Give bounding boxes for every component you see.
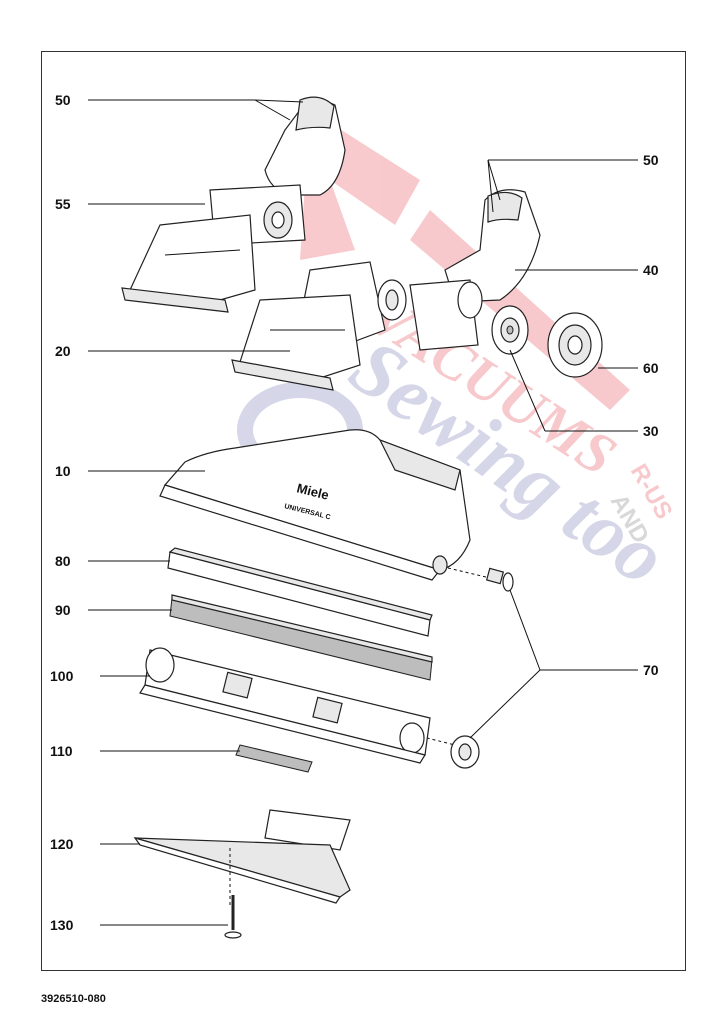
part-100-roller-frame [139, 647, 431, 764]
label-10: 10 [55, 463, 71, 479]
part-70-bushing [414, 734, 480, 769]
label-100: 100 [50, 668, 74, 684]
part-40-swivel-neck [409, 189, 541, 351]
diagram-frame [41, 51, 686, 971]
part-55-nozzle-top [121, 96, 346, 313]
part-80-strip [167, 547, 433, 637]
label-20: 20 [55, 343, 71, 359]
label-40: 40 [643, 262, 659, 278]
label-70: 70 [643, 662, 659, 678]
label-130: 130 [50, 917, 74, 933]
part-70-axle-pin [447, 567, 514, 592]
part-130-screw [224, 895, 242, 939]
part-110-plate [235, 744, 313, 773]
part-120-base-plate [133, 809, 351, 905]
label-120: 120 [50, 836, 74, 852]
label-110: 110 [50, 743, 73, 759]
part-20-nozzle-body [231, 261, 407, 391]
label-90: 90 [55, 602, 71, 618]
callout-labels: 50 55 20 10 80 90 100 110 120 130 50 40 … [50, 92, 659, 933]
label-80: 80 [55, 553, 71, 569]
label-30: 30 [643, 423, 659, 439]
label-50-right: 50 [643, 152, 659, 168]
part-10-housing: Miele UNIVERSAL C [159, 429, 471, 581]
label-55: 55 [55, 196, 71, 212]
label-50-left: 50 [55, 92, 71, 108]
label-60: 60 [643, 360, 659, 376]
document-number: 3926510-080 [41, 993, 106, 1005]
part-60-large-wheel [547, 312, 603, 378]
part-30-small-wheel [491, 305, 529, 355]
leader-lines [88, 99, 638, 926]
